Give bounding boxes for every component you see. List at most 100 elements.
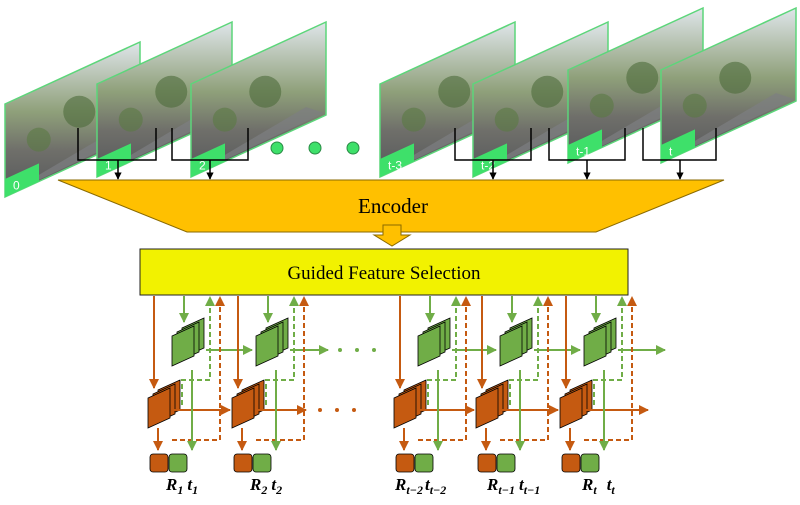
input-frame: t: [660, 6, 797, 165]
road-shape: [663, 93, 794, 161]
ellipsis-dot: [308, 141, 322, 155]
rotation-output-box: [561, 453, 581, 473]
frame-label-bg: [661, 129, 695, 163]
green-feature-stack: [583, 325, 607, 367]
output-t-symbol: t: [519, 475, 525, 494]
cell-ellipsis-orange: [318, 408, 356, 412]
ellipsis-dot: [372, 348, 376, 352]
gfs-block: Guided Feature Selection: [139, 248, 629, 296]
encoder-block: Encoder: [57, 179, 725, 233]
output-t-subscript: 1: [192, 483, 198, 497]
frame-label-bg: [5, 163, 39, 197]
orange-feedback-arrow: [584, 296, 637, 441]
ellipsis-dot: [346, 141, 360, 155]
ellipsis-dot: [318, 408, 322, 412]
green-feedback-arrow: [181, 296, 215, 405]
frame-label: 0: [13, 178, 20, 192]
green-feature-stack: [499, 325, 523, 367]
tree-shape: [249, 75, 282, 108]
frame-label: t-3: [388, 158, 402, 172]
output-r-symbol: R: [581, 475, 593, 494]
translation-output-box: [580, 453, 600, 473]
tree-shape: [401, 107, 426, 132]
orange-feedback-arrow: [256, 296, 309, 441]
gfs-label: Guided Feature Selection: [287, 263, 481, 284]
output-t-subscript: t: [611, 483, 615, 497]
ellipsis-dot: [355, 348, 359, 352]
cell-ellipsis-green: [338, 348, 376, 352]
output-t-subscript: t−2: [430, 483, 447, 497]
green-feature-stack: [255, 325, 279, 367]
ellipsis-dot: [335, 408, 339, 412]
ellipsis-dot: [270, 141, 284, 155]
tree-shape: [719, 61, 752, 94]
rotation-output-box: [395, 453, 415, 473]
tree-shape: [155, 75, 188, 108]
output-r-subscript: t−1: [498, 483, 515, 497]
output-t-symbol: t: [425, 475, 431, 494]
road-shape: [193, 107, 324, 175]
frame-label: t-2: [481, 158, 495, 172]
encoder-label: Encoder: [358, 194, 428, 218]
tree-shape: [494, 107, 519, 132]
output-t-symbol: t: [271, 475, 277, 494]
frame-label-bg: [380, 143, 414, 177]
green-feedback-arrow: [427, 296, 461, 405]
tree-shape: [531, 75, 564, 108]
recurrent-cell: [393, 296, 497, 473]
tree-shape: [682, 93, 707, 118]
output-r-subscript: 1: [177, 483, 183, 497]
frame-label: 1: [105, 158, 112, 172]
green-feedback-arrow: [509, 296, 543, 405]
output-t-subscript: t−1: [524, 483, 541, 497]
orange-feedback-arrow: [418, 296, 471, 441]
translation-output-box: [252, 453, 272, 473]
output-t-subscript: 2: [275, 483, 282, 497]
green-feature-stack: [417, 325, 441, 367]
tree-shape: [212, 107, 237, 132]
orange-feature-stack: [475, 387, 499, 429]
orange-feature-stack: [559, 387, 583, 429]
tree-shape: [438, 75, 471, 108]
frame-label: t-1: [576, 144, 590, 158]
ellipsis-dot: [352, 408, 356, 412]
output-t-symbol: t: [187, 475, 193, 494]
translation-output-box: [496, 453, 516, 473]
orange-feature-stack: [147, 387, 171, 429]
recurrent-cells: [147, 296, 666, 473]
output-r-subscript: 2: [260, 483, 267, 497]
output-r-subscript: t: [593, 483, 597, 497]
svg-text:Rt−2tt−2: Rt−2tt−2: [394, 475, 446, 497]
recurrent-cell: [475, 296, 581, 473]
output-r-symbol: R: [249, 475, 261, 494]
ellipsis-dot: [338, 348, 342, 352]
output-r-symbol: R: [394, 475, 406, 494]
orange-feedback-arrow: [172, 296, 225, 441]
green-feedback-arrow: [265, 296, 299, 405]
tree-shape: [63, 95, 96, 128]
translation-output-box: [414, 453, 434, 473]
tree-shape: [626, 61, 659, 94]
rotation-output-box: [149, 453, 169, 473]
output-r-symbol: R: [486, 475, 498, 494]
output-r-symbol: R: [165, 475, 177, 494]
orange-feature-stack: [231, 387, 255, 429]
frame-encoder-connectors: [77, 128, 717, 180]
green-feedback-arrow: [593, 296, 627, 405]
frame-label: t: [669, 144, 673, 158]
rotation-output-box: [233, 453, 253, 473]
orange-feature-stack: [393, 387, 417, 429]
svg-text:Rt−1tt−1: Rt−1tt−1: [486, 475, 540, 497]
tree-shape: [26, 127, 51, 152]
output-t-symbol: t: [607, 475, 613, 494]
